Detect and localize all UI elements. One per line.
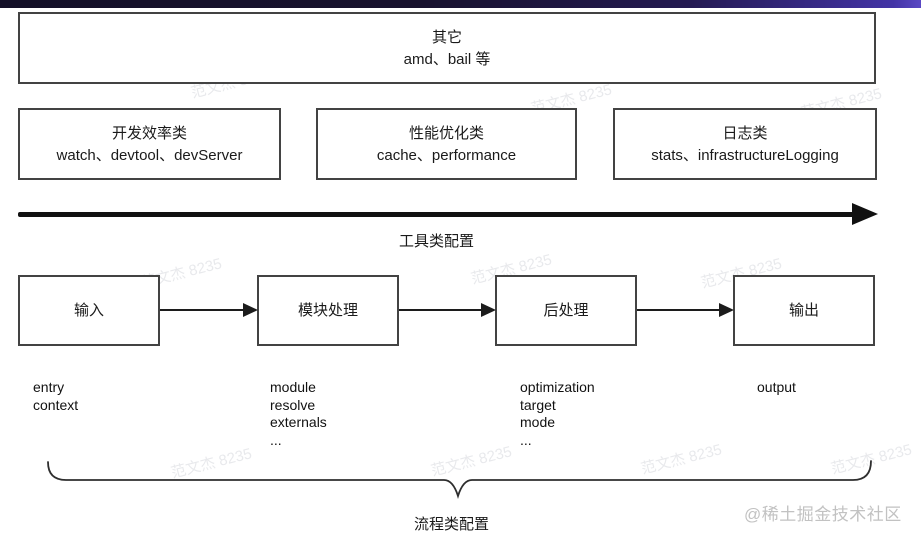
props-list-output: output <box>757 379 796 397</box>
flow-box-post-processing: 后处理 <box>495 275 637 346</box>
prop-line: optimization <box>520 379 595 395</box>
category-subtitle: stats、infrastructureLogging <box>651 146 839 164</box>
props-list-module: module resolve externals ... <box>270 379 327 449</box>
window-top-bar <box>0 0 921 8</box>
prop-line: ... <box>270 431 282 448</box>
flow-box-module-processing: 模块处理 <box>257 275 399 346</box>
prop-line: externals <box>270 414 327 430</box>
category-title: 开发效率类 <box>111 124 187 142</box>
flow-box-label: 输入 <box>73 302 104 319</box>
flow-box-label: 模块处理 <box>297 302 358 319</box>
category-title: 性能优化类 <box>408 124 484 142</box>
props-list-input: entry context <box>33 379 78 414</box>
props-list-post: optimization target mode ... <box>520 379 595 449</box>
other-category-title: 其它 <box>431 28 462 46</box>
category-title: 日志类 <box>722 124 768 142</box>
prop-line: entry <box>33 379 65 395</box>
flow-arrow-line <box>637 309 721 311</box>
prop-line: output <box>757 379 796 395</box>
prop-line: target <box>520 396 556 413</box>
category-box-performance: 性能优化类 cache、performance <box>316 108 577 180</box>
category-subtitle: cache、performance <box>376 146 517 164</box>
tool-axis-label: 工具类配置 <box>399 233 475 250</box>
flow-arrow-head-icon <box>481 303 496 317</box>
other-category-box: 其它 amd、bail 等 <box>18 12 876 84</box>
prop-line: ... <box>520 431 532 448</box>
tool-axis-arrow-head-icon <box>852 203 878 225</box>
flow-box-label: 后处理 <box>543 302 589 319</box>
flow-arrow-line <box>399 309 483 311</box>
prop-line: mode <box>520 414 556 430</box>
tool-axis-arrow-line <box>18 212 860 217</box>
flow-underbrace <box>47 460 872 500</box>
category-box-dev-efficiency: 开发效率类 watch、devtool、devServer <box>18 108 281 180</box>
flow-box-input: 输入 <box>18 275 160 346</box>
category-box-logging: 日志类 stats、infrastructureLogging <box>613 108 877 180</box>
flow-box-label: 输出 <box>788 302 819 319</box>
prop-line: module <box>270 379 316 395</box>
flow-brace-label: 流程类配置 <box>414 516 490 533</box>
category-subtitle: watch、devtool、devServer <box>56 146 243 164</box>
flow-box-output: 输出 <box>733 275 875 346</box>
flow-arrow-head-icon <box>719 303 734 317</box>
site-watermark: @稀土掘金技术社区 <box>744 505 902 524</box>
prop-line: context <box>33 396 79 413</box>
prop-line: resolve <box>270 396 316 413</box>
flow-arrow-line <box>160 309 244 311</box>
other-category-subtitle: amd、bail 等 <box>403 50 491 68</box>
flow-arrow-head-icon <box>243 303 258 317</box>
